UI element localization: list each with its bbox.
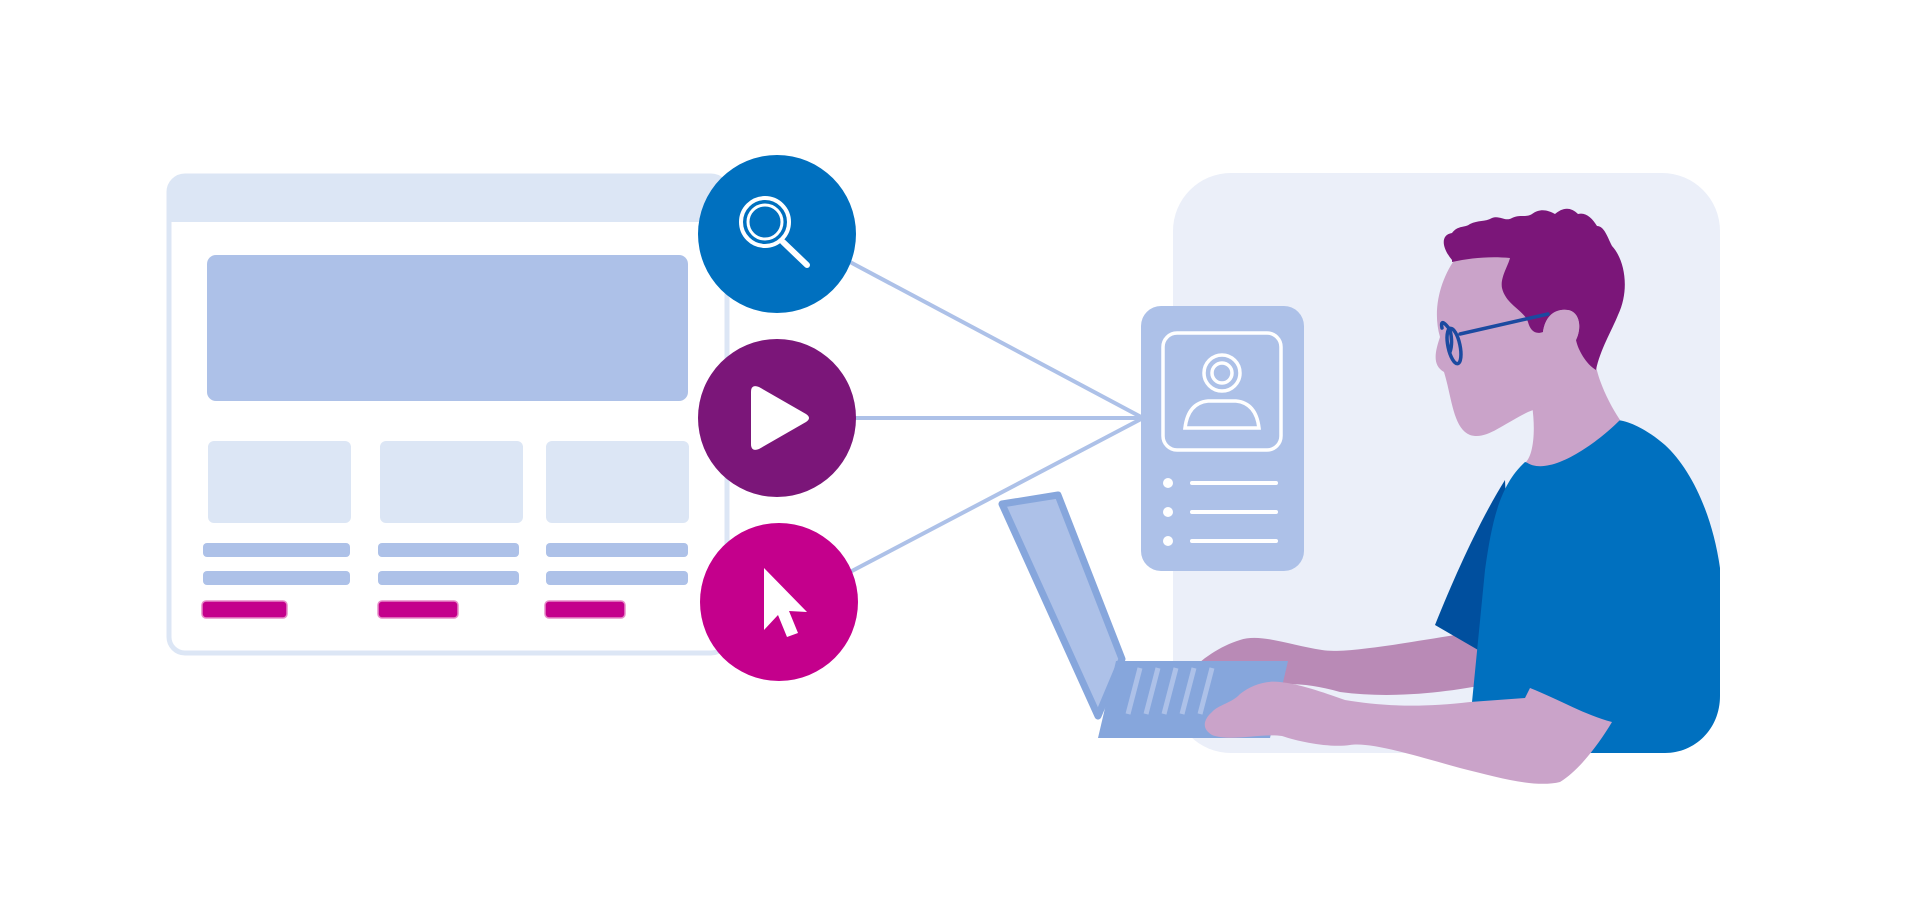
card-thumbnail-2	[380, 441, 523, 523]
profile-list	[1163, 478, 1278, 546]
pointer-bubble[interactable]	[700, 523, 858, 681]
card-text-line	[203, 571, 350, 585]
profile-photo-frame	[1161, 331, 1283, 452]
ear	[1543, 309, 1580, 350]
hero-banner	[207, 255, 688, 401]
shirt	[1467, 420, 1720, 753]
front-arm	[1204, 681, 1612, 784]
play-icon	[751, 386, 809, 450]
card-button[interactable]	[201, 600, 288, 619]
profile-card	[1141, 306, 1304, 571]
person-illustration	[998, 208, 1720, 784]
card-text-line	[203, 543, 350, 557]
neck	[1526, 360, 1620, 467]
card-text-line	[378, 543, 519, 557]
laptop-screen	[998, 491, 1126, 720]
card-text-line	[546, 543, 688, 557]
laptop-keys	[1125, 667, 1215, 715]
card-text-line	[378, 571, 519, 585]
search-icon	[739, 196, 810, 268]
window-titlebar	[169, 176, 727, 222]
card-button[interactable]	[544, 600, 626, 619]
hair	[1443, 208, 1625, 370]
wireframe-window	[166, 173, 730, 656]
cursor-icon	[764, 568, 807, 637]
card-text-line	[546, 571, 688, 585]
user-icon	[1183, 353, 1261, 430]
play-bubble[interactable]	[698, 339, 856, 497]
connector-lines	[849, 260, 1144, 574]
glasses-icon	[1439, 312, 1550, 366]
card-button[interactable]	[377, 600, 459, 619]
card-thumbnail-1	[208, 441, 351, 523]
search-bubble[interactable]	[698, 155, 856, 313]
card-thumbnail-3	[546, 441, 689, 523]
